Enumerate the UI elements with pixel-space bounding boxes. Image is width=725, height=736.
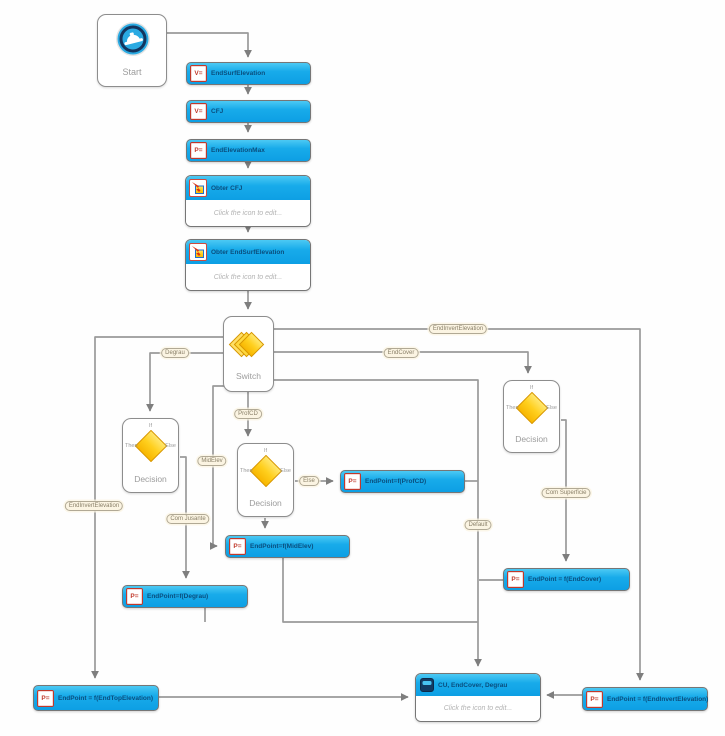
connector-label-com-superficie[interactable]: Com Superficie [541,488,591,498]
node-obter-endsurfelevation[interactable]: Obter EndSurfElevation Click the icon to… [185,239,311,291]
node-cu-output[interactable]: CU, EndCover, Degrau Click the icon to e… [415,673,541,722]
node-endpoint-endinvertelevation[interactable]: P= EndPoint = f(EndInvertElevation) [582,687,708,711]
if-label: If [149,423,153,429]
then-label: Then [240,468,253,474]
node-endpoint-midelev[interactable]: P= EndPoint=f(MidElev) [225,535,350,558]
start-label: Start [122,67,142,77]
node-label: EndPoint = f(EndCover) [528,576,602,583]
node-label: EndPoint = f(EndInvertElevation) [607,695,709,703]
start-node[interactable]: Start [97,14,167,87]
point-assign-icon: P= [344,473,361,490]
node-hint[interactable]: Click the icon to edit... [186,264,310,290]
node-endpoint-degrau[interactable]: P= EndPoint=f(Degrau) [122,585,248,608]
node-label: EndSurfElevation [211,70,266,77]
else-label: Else [280,468,291,474]
start-helmet-icon [116,22,150,56]
node-endpoint-profcd[interactable]: P= EndPoint=f(ProfCD) [340,470,465,493]
node-label: EndPoint = f(EndTopElevation) [58,694,154,702]
else-label: Else [165,443,176,449]
if-label: If [264,448,268,454]
point-assign-icon: P= [126,588,143,605]
node-endpoint-endtopelevation[interactable]: P= EndPoint = f(EndTopElevation) [33,685,159,711]
point-assign-icon: P= [37,689,54,707]
connector-label-endinvertelevation-left[interactable]: EndInvertElevation [64,501,124,511]
node-hint[interactable]: Click the icon to edit... [416,696,540,721]
node-hint[interactable]: Click the icon to edit... [186,200,310,226]
connector-label-else[interactable]: Else [299,476,319,486]
output-parameters-icon[interactable] [419,678,434,693]
connector-label-default[interactable]: Default [464,520,492,530]
then-label: Then [506,405,519,411]
connector-label-degrau[interactable]: Degrau [161,348,189,358]
node-endelevationmax[interactable]: P= EndElevationMax [186,139,311,162]
node-label: EndElevationMax [211,147,265,154]
node-label: EndPoint=f(ProfCD) [365,478,427,485]
point-assign-icon: P= [507,571,524,588]
decision-node-right[interactable]: If Then Else Decision [503,380,560,453]
node-header: Obter EndSurfElevation [186,240,310,264]
get-point-icon[interactable] [189,243,207,261]
switch-node[interactable]: Switch [223,316,274,392]
decision-label: Decision [134,474,167,484]
get-point-icon[interactable] [189,179,207,197]
else-label: Else [546,405,557,411]
variable-icon: V= [190,103,207,120]
decision-node-middle[interactable]: If Then Else Decision [237,443,294,517]
node-label: Obter CFJ [211,184,243,192]
decision-node-left[interactable]: If Then Else Decision [122,418,179,493]
node-label: EndPoint=f(MidElev) [250,543,314,550]
node-label: CU, EndCover, Degrau [438,681,508,689]
node-label: CFJ [211,108,224,115]
if-label: If [530,385,534,391]
node-header: Obter CFJ [186,176,310,200]
point-assign-icon: P= [229,538,246,555]
node-endpoint-endcover[interactable]: P= EndPoint = f(EndCover) [503,568,630,591]
decision-label: Decision [249,498,282,508]
connector-label-profcd[interactable]: ProfCD [234,409,262,419]
node-obter-cfj[interactable]: Obter CFJ Click the icon to edit... [185,175,311,227]
switch-label: Switch [235,371,262,381]
connector-label-midelev[interactable]: MidElev [197,456,227,466]
decision-icon [516,392,548,424]
point-assign-icon: P= [190,142,207,159]
point-assign-icon: P= [586,690,603,708]
node-label: Obter EndSurfElevation [211,248,285,256]
then-label: Then [125,443,138,449]
variable-icon: V= [190,65,207,82]
decision-label: Decision [515,434,548,444]
node-label: EndPoint=f(Degrau) [147,593,209,600]
connector-label-endinvertelevation-right[interactable]: EndInvertElevation [428,324,488,334]
node-endsurfelevation[interactable]: V= EndSurfElevation [186,62,311,85]
switch-icon [228,331,265,358]
node-header: CU, EndCover, Degrau [416,674,540,696]
connector-label-endcover[interactable]: EndCover [383,348,419,358]
decision-icon [135,430,167,462]
connector-label-com-jusante[interactable]: Com Jusante [166,514,210,524]
node-cfj[interactable]: V= CFJ [186,100,311,123]
decision-icon [250,455,282,487]
